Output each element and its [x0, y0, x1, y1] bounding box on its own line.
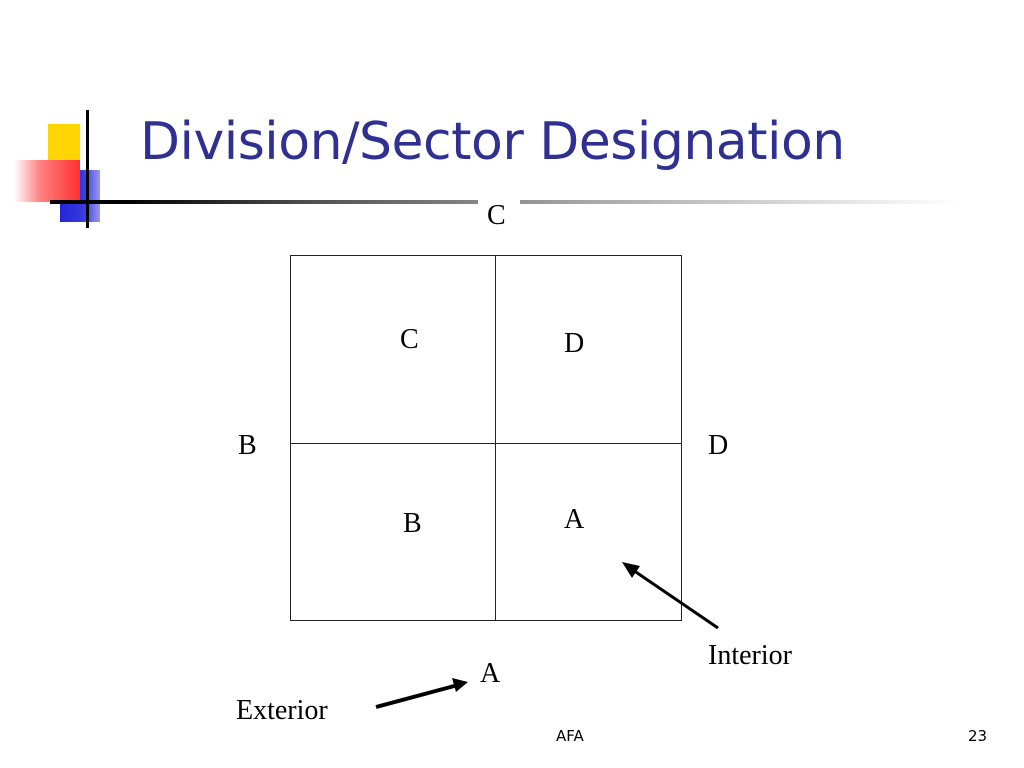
outer-label-bottom: A — [480, 658, 501, 689]
callout-interior-label: Interior — [708, 640, 792, 671]
exterior-arrow — [375, 678, 468, 709]
slide-title: Division/Sector Designation — [140, 112, 845, 172]
footer-text: AFA — [556, 727, 584, 745]
interior-arrow — [622, 562, 719, 630]
vertical-rule-decoration — [86, 110, 89, 228]
grid-horizontal-divider — [291, 443, 681, 444]
quadrant-label-top-right: D — [564, 328, 585, 359]
quadrant-label-bottom-left: B — [403, 508, 422, 539]
sector-grid — [290, 255, 682, 621]
rule-gap — [478, 196, 520, 206]
grid-vertical-divider — [495, 256, 496, 620]
outer-label-left: B — [238, 430, 257, 461]
slide-logo-decoration — [0, 100, 960, 230]
quadrant-label-bottom-right: A — [564, 504, 585, 535]
outer-label-right: D — [708, 430, 729, 461]
red-square-decoration — [14, 160, 80, 202]
outer-label-top: C — [487, 200, 506, 231]
quadrant-label-top-left: C — [400, 324, 419, 355]
page-number: 23 — [968, 727, 988, 745]
callout-exterior-label: Exterior — [236, 695, 328, 726]
